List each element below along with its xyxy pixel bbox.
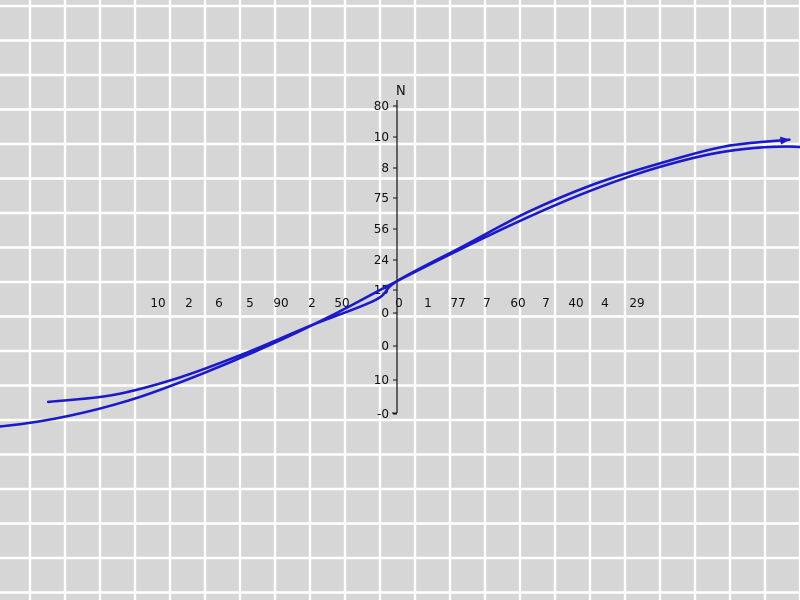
x-tick-label: 50 xyxy=(334,296,349,310)
x-tick-label: 5 xyxy=(246,296,254,310)
y-tick-label: 0 xyxy=(381,339,389,353)
y-tick-label: 0 xyxy=(381,306,389,320)
x-tick-label: 10 xyxy=(150,296,165,310)
y-axis-label: N xyxy=(396,84,406,99)
x-tick-label: 40 xyxy=(568,296,583,310)
x-tick-label: 4 xyxy=(601,296,609,310)
axes: N xyxy=(392,84,406,414)
x-tick-label: 0 xyxy=(395,296,403,310)
y-tick-label: 10 xyxy=(374,373,389,387)
x-tick-label: 2 xyxy=(185,296,193,310)
y-tick-label: 8 xyxy=(381,161,389,175)
y-tick-label: 24 xyxy=(374,253,389,267)
x-tick-label: 90 xyxy=(273,296,288,310)
y-tick-label: 10 xyxy=(374,130,389,144)
series-line-2 xyxy=(0,145,800,428)
x-tick-label: 2 xyxy=(308,296,316,310)
y-tick-label: 56 xyxy=(374,222,389,236)
x-tick-label: 60 xyxy=(510,296,525,310)
x-tick-label: 77 xyxy=(450,296,465,310)
x-tick-label: 1 xyxy=(424,296,432,310)
x-tick-label: 29 xyxy=(629,296,644,310)
y-tick-label: 80 xyxy=(374,99,389,113)
x-tick-label: 7 xyxy=(483,296,491,310)
x-tick-label: 7 xyxy=(542,296,550,310)
y-tick-label: 75 xyxy=(374,191,389,205)
y-tick-label: -0 xyxy=(377,407,389,421)
x-tick-label: 6 xyxy=(215,296,223,310)
series-group xyxy=(0,136,800,428)
